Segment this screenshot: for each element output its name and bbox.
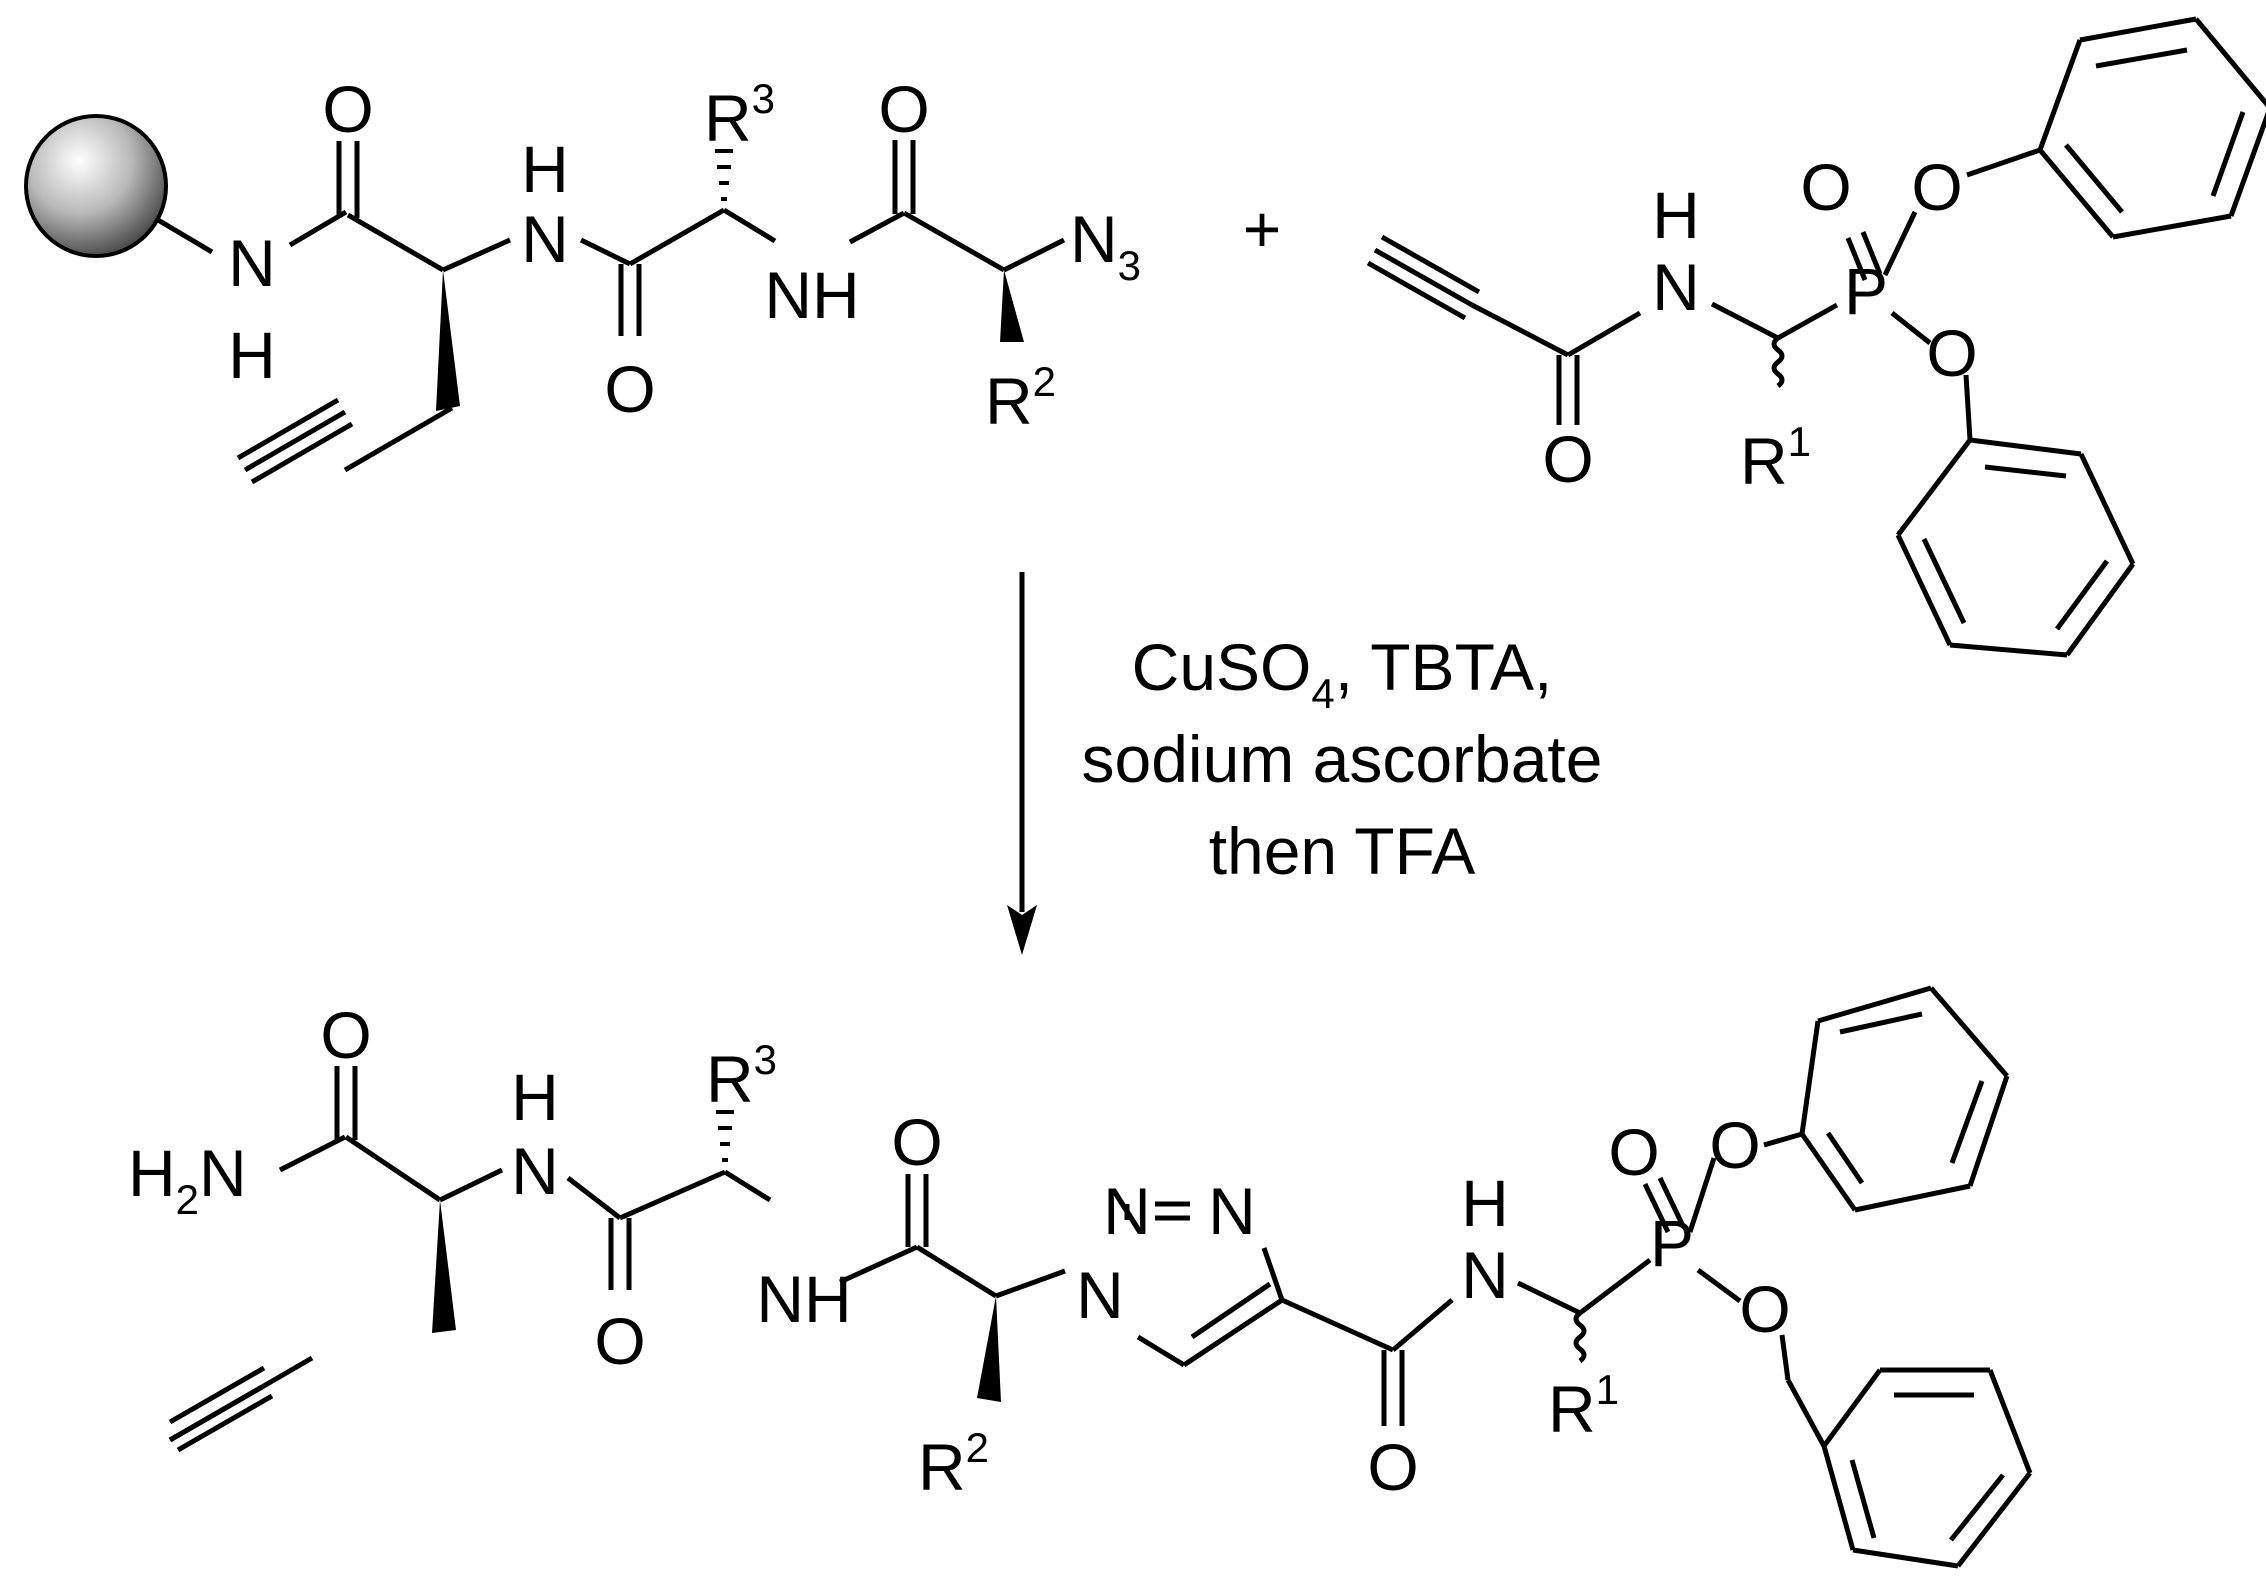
nh-atom: N xyxy=(1652,250,1700,324)
r3-substituent: R3 xyxy=(706,1036,777,1116)
oxygen-atom: O xyxy=(604,352,655,426)
h2n-group: H2N xyxy=(128,1136,247,1223)
oxygen-atom: O xyxy=(1367,1430,1418,1504)
r2-substituent: R2 xyxy=(985,358,1056,438)
oxygen-atom: O xyxy=(1926,316,1977,390)
phosphorus-atom: P xyxy=(1650,1206,1694,1280)
oxygen-atom: O xyxy=(891,1105,942,1179)
oxygen-atom: O xyxy=(1542,422,1593,496)
oxygen-atom: O xyxy=(1800,150,1851,224)
azide-group: N3 xyxy=(1070,202,1141,289)
wavy-bond xyxy=(1771,336,1785,388)
oxygen-atom: O xyxy=(320,998,371,1072)
hash-bond xyxy=(715,149,733,201)
plus-sign: + xyxy=(1243,192,1282,266)
reactant-2-alkynyl-phosphonate: H N O P O O O R1 xyxy=(1366,16,2266,658)
r1-substituent: R1 xyxy=(1740,418,1811,498)
nh-atom-h: H xyxy=(1652,178,1700,252)
nh-atom-h: H xyxy=(521,132,569,206)
reaction-arrow xyxy=(1007,572,1037,955)
r3-substituent: R3 xyxy=(704,75,775,155)
nh-atom: N xyxy=(228,226,276,300)
phosphorus-atom: P xyxy=(1844,254,1888,328)
nh-atom-h: H xyxy=(228,318,276,392)
wedge-bond xyxy=(436,270,460,411)
triazole-nitrogen-1: N xyxy=(1076,1258,1124,1332)
r1-substituent: R1 xyxy=(1548,1366,1619,1446)
nh-atom-h: H xyxy=(1461,1166,1509,1240)
nh-atom: N xyxy=(521,202,569,276)
triazole-nitrogen-3: N xyxy=(1208,1174,1256,1248)
nh-atom-h: H xyxy=(511,1060,559,1134)
oxygen-atom: O xyxy=(1911,150,1962,224)
arrow-head xyxy=(1007,905,1037,955)
wedge-bond xyxy=(977,1296,1001,1402)
oxygen-atom: O xyxy=(878,72,929,146)
oxygen-atom: O xyxy=(1608,1115,1659,1189)
oxygen-atom: O xyxy=(1739,1272,1790,1346)
conditions-line-1: CuSO4, TBTA, xyxy=(1132,630,1553,717)
nh-atom: NH xyxy=(756,1262,851,1336)
wavy-bond xyxy=(1573,1311,1587,1363)
hash-bond xyxy=(716,1110,734,1162)
resin-bead xyxy=(24,114,168,258)
oxygen-atom: O xyxy=(594,1304,645,1378)
wedge-bond xyxy=(432,1200,456,1333)
product-triazole-peptide: H2N O H N O R3 NH O R2 N N N O H N P O O… xyxy=(128,985,2033,1569)
oxygen-atom: O xyxy=(1709,1108,1760,1182)
conditions-line-3: then TFA xyxy=(1209,814,1476,888)
product-bonds xyxy=(168,985,2033,1569)
reactant-1-bonds xyxy=(156,140,1066,485)
conditions-line-2: sodium ascorbate xyxy=(1082,722,1603,796)
nh-atom: N xyxy=(511,1134,559,1208)
oxygen-atom: O xyxy=(322,72,373,146)
wedge-bond xyxy=(1000,270,1024,342)
nh-atom: N xyxy=(1461,1238,1509,1312)
nh-atom: NH xyxy=(764,258,859,332)
reactant-1-resin-peptide: N H O H N O R3 NH O N3 R2 xyxy=(24,72,1141,485)
r2-substituent: R2 xyxy=(918,1424,989,1504)
reactant-2-bonds xyxy=(1366,16,2266,658)
triazole-nitrogen-2: N xyxy=(1103,1174,1151,1248)
